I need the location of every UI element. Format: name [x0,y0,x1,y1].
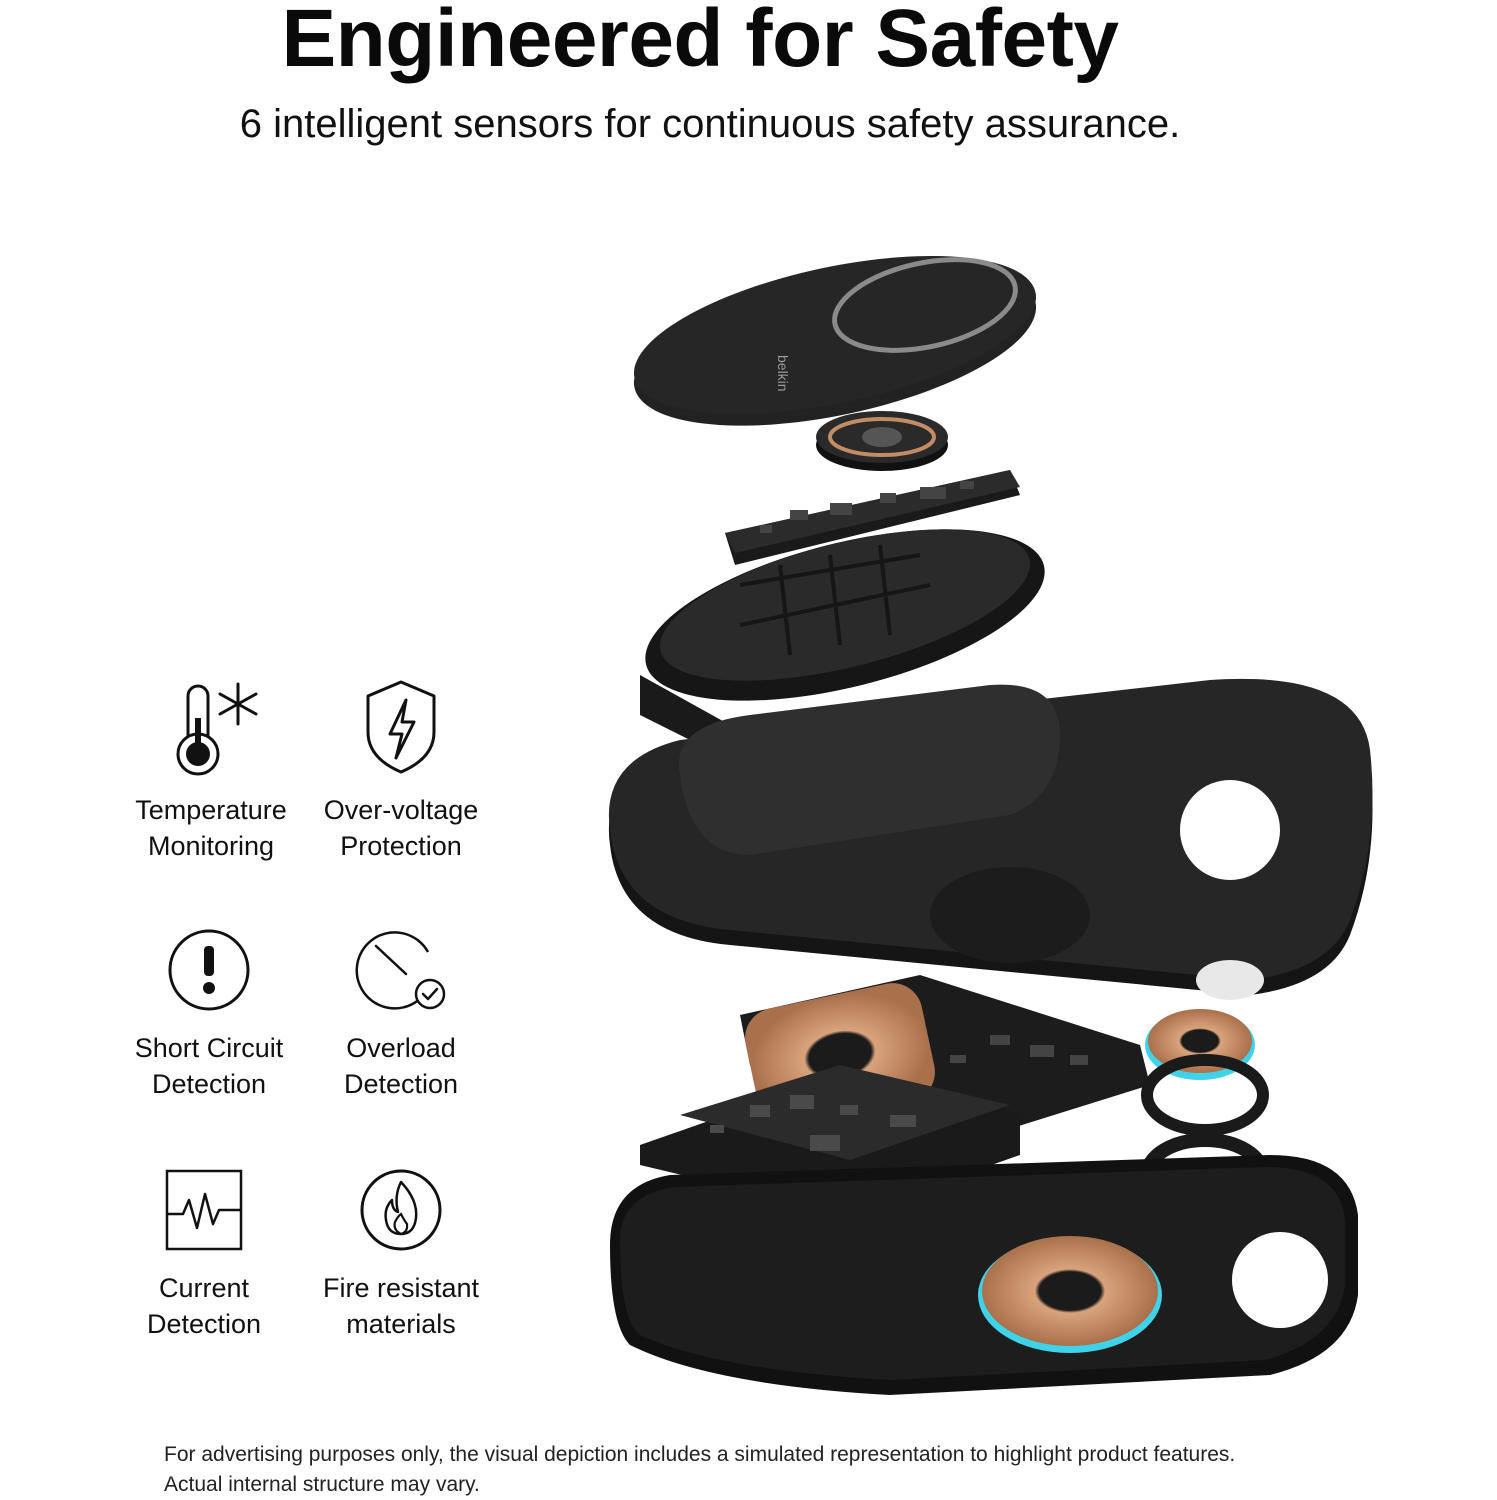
top-cover: belkin [633,256,1037,426]
disclaimer: For advertising purposes only, the visua… [164,1443,1236,1496]
upper-circuit-board [725,470,1020,565]
feature-label-line1: Fire resistant [322,1273,480,1303]
exploded-charger-illustration: belkin [608,256,1373,1395]
brand-mark: belkin [775,355,791,392]
exclamation-circle-icon [168,929,250,1011]
feature-label-line2: Detection [151,1069,267,1099]
feature-temperature: Temperature Monitoring [116,678,306,864]
feature-label-line1: Short Circuit [134,1033,284,1063]
feature-label-line2: Detection [146,1309,262,1339]
feature-label-line1: Over-voltage [323,795,479,825]
feature-label-line2: Monitoring [147,831,275,861]
feature-label-line1: Current [158,1273,250,1303]
thermometer-snowflake-icon [176,682,258,776]
gauge-check-icon [355,931,446,1010]
white-sensor [1196,960,1264,1000]
base-plate [610,1155,1358,1395]
feature-overload: Overload Detection [306,926,496,1102]
feature-over-voltage: Over-voltage Protection [306,678,496,864]
headline: Engineered for Safety [281,0,1119,84]
feature-label-line1: Overload [346,1033,456,1063]
main-lid [608,678,1373,995]
feature-label-line1: Temperature [135,795,287,825]
waveform-icon [165,1169,243,1251]
feature-label-line2: Detection [343,1069,459,1099]
feature-label-line2: materials [346,1309,456,1339]
small-coil-stack [1140,1009,1270,1217]
feature-short-circuit: Short Circuit Detection [114,926,304,1102]
shield-lightning-icon [366,680,436,774]
feature-fire-resistant: Fire resistant materials [306,1166,496,1342]
subheadline: 6 intelligent sensors for continuous saf… [239,102,1181,146]
feature-label-line2: Protection [340,831,462,861]
small-puck [816,411,948,471]
feature-current: Current Detection [109,1166,299,1342]
flame-icon [360,1169,442,1251]
